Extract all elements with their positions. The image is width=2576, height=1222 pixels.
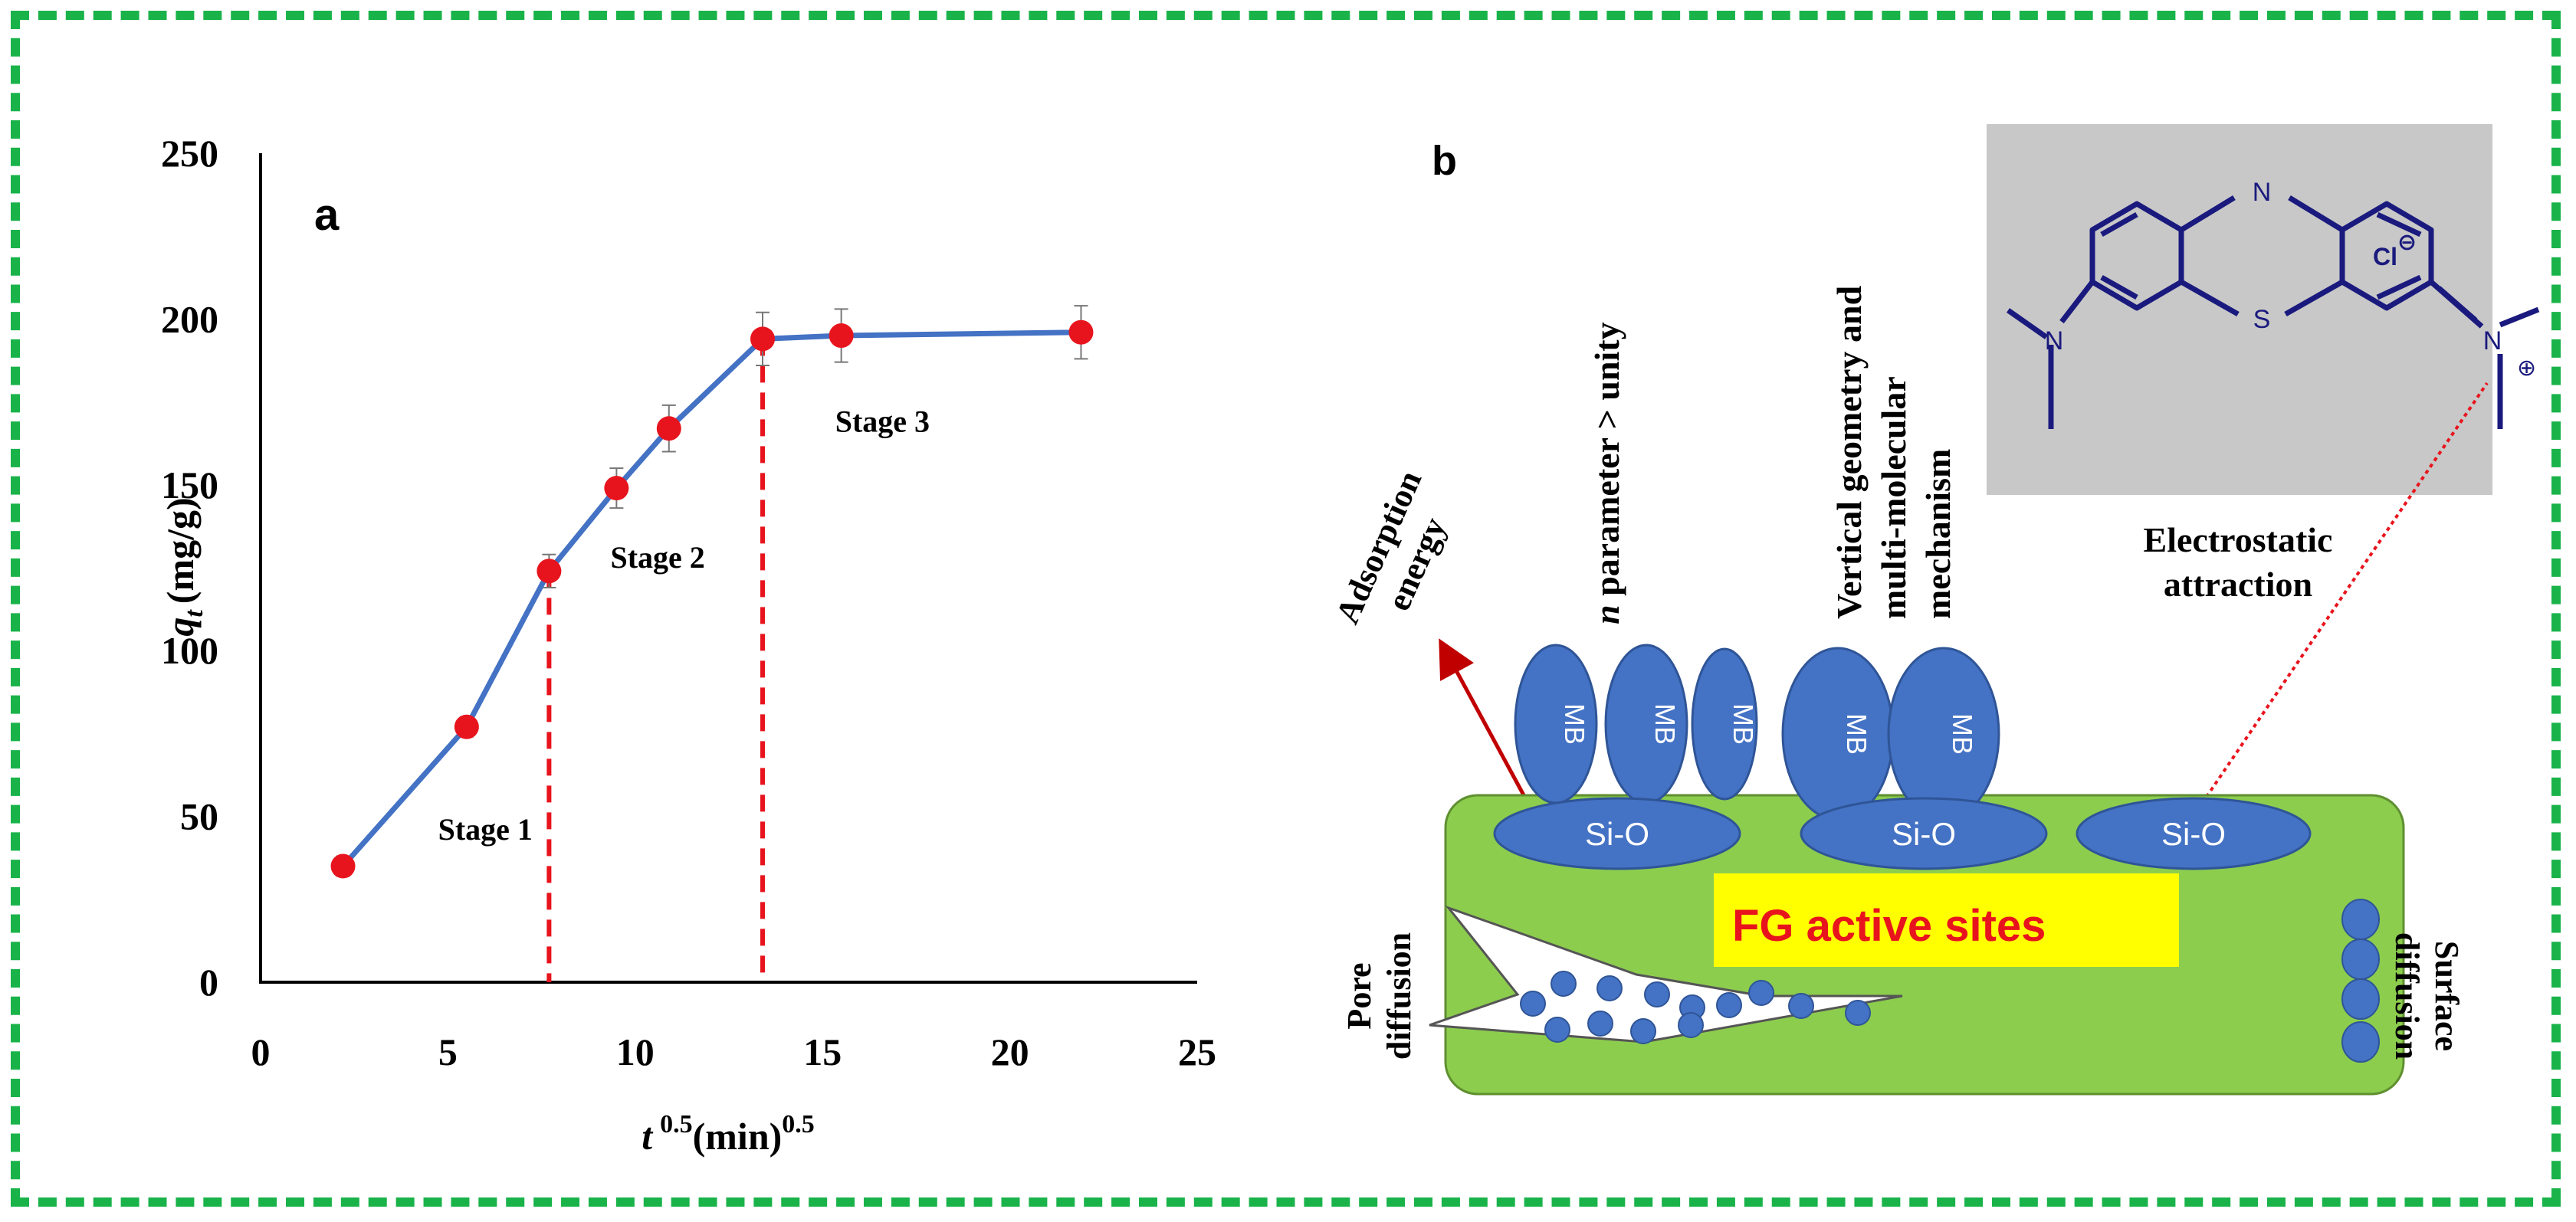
- si-o-sites: Si-O Si-O Si-O: [1493, 797, 2312, 870]
- svg-text:MB: MB: [1841, 713, 1872, 755]
- mb-molecules: MB MB MB MB MB: [1514, 644, 2000, 821]
- data-point: [829, 323, 854, 349]
- panel-label-a: a: [314, 190, 340, 240]
- methylene-blue-structure: N S N N Cl⊖ ⊕: [1987, 124, 2540, 495]
- y-tick-label: 250: [161, 132, 218, 175]
- x-tick-label: 5: [438, 1030, 458, 1073]
- chloride-label: Cl⊖: [2373, 230, 2417, 270]
- y-tick-label: 150: [161, 464, 218, 506]
- svg-text:MB: MB: [1559, 703, 1590, 745]
- error-bars: [336, 305, 1088, 877]
- stage-labels: Stage 1 Stage 2 Stage 3: [438, 405, 930, 847]
- mb-molecule: MB: [1604, 644, 1688, 804]
- structure-background: [1987, 124, 2492, 495]
- x-tick-label: 0: [251, 1030, 271, 1073]
- series-line: [340, 329, 1081, 868]
- x-tick-labels: 0 5 10 15 20 25: [251, 1030, 1217, 1073]
- atom-n-top: N: [2253, 178, 2272, 207]
- surface-diffusion-label: Surfacediffusion: [2388, 932, 2466, 1060]
- svg-text:MB: MB: [1947, 713, 1978, 755]
- surface-particles: [2341, 899, 2380, 1063]
- data-points: [330, 319, 1094, 879]
- svg-text:Si-O: Si-O: [1892, 816, 1956, 852]
- y-axis-title: qt(mg/g): [159, 497, 208, 636]
- y-tick-labels: 0 50 100 150 200 250: [161, 132, 218, 1004]
- data-point: [656, 416, 681, 441]
- data-point: [537, 559, 562, 584]
- pore-diffusion-label: Porediffusion: [1341, 932, 1418, 1060]
- adsorption-energy-label: Adsorptionenergy: [1328, 465, 1467, 646]
- x-tick-label: 10: [616, 1030, 655, 1073]
- si-o-site: Si-O: [2076, 797, 2312, 870]
- atom-s: S: [2253, 305, 2271, 334]
- stage-label: Stage 3: [835, 405, 930, 439]
- y-tick-label: 0: [199, 961, 218, 1004]
- adsorption-energy-arrow: [1439, 638, 1535, 814]
- mb-molecule: MB: [1691, 647, 1759, 801]
- pore-particles: [1520, 971, 1871, 1044]
- mb-molecule: MB: [1781, 647, 1895, 821]
- stage-label: Stage 2: [610, 540, 704, 575]
- electrostatic-line: [2192, 382, 2489, 817]
- y-tick-label: 50: [180, 795, 218, 838]
- atom-n-right: N: [2483, 326, 2502, 355]
- x-tick-label: 15: [803, 1030, 842, 1073]
- svg-text:MB: MB: [1649, 703, 1681, 745]
- svg-text:Si-O: Si-O: [1585, 816, 1649, 852]
- stage-boundaries: [546, 339, 765, 982]
- data-point: [1068, 319, 1094, 345]
- data-point: [330, 853, 356, 879]
- svg-text:MB: MB: [1728, 703, 1759, 745]
- panel-label-b: b: [1432, 138, 1457, 184]
- y-tick-label: 100: [161, 629, 218, 672]
- stage-label: Stage 1: [438, 812, 533, 847]
- x-tick-label: 20: [991, 1030, 1029, 1073]
- fg-active-sites-box: [1714, 873, 2179, 967]
- si-o-site: Si-O: [1800, 797, 2048, 870]
- data-point: [454, 714, 479, 739]
- data-point: [750, 326, 775, 352]
- positive-charge-icon: ⊕: [2517, 355, 2536, 381]
- structure-bonds: [2006, 195, 2540, 429]
- figure-border: [11, 11, 2561, 1207]
- mb-molecule: MB: [1514, 644, 1598, 804]
- x-tick-label: 25: [1178, 1030, 1216, 1073]
- fg-active-sites-label: FG active sites: [1732, 901, 2046, 951]
- n-parameter-label: n parameter > unity: [1587, 322, 1626, 624]
- atom-n-left: N: [2045, 326, 2064, 355]
- y-tick-label: 200: [161, 297, 218, 340]
- svg-text:Si-O: Si-O: [2161, 816, 2226, 852]
- pore-channel: [1429, 905, 1903, 1043]
- mb-molecule: MB: [1887, 647, 2000, 821]
- si-o-site: Si-O: [1493, 797, 1741, 870]
- data-point: [604, 476, 629, 501]
- diagram-panel: b N: [1328, 124, 2540, 1096]
